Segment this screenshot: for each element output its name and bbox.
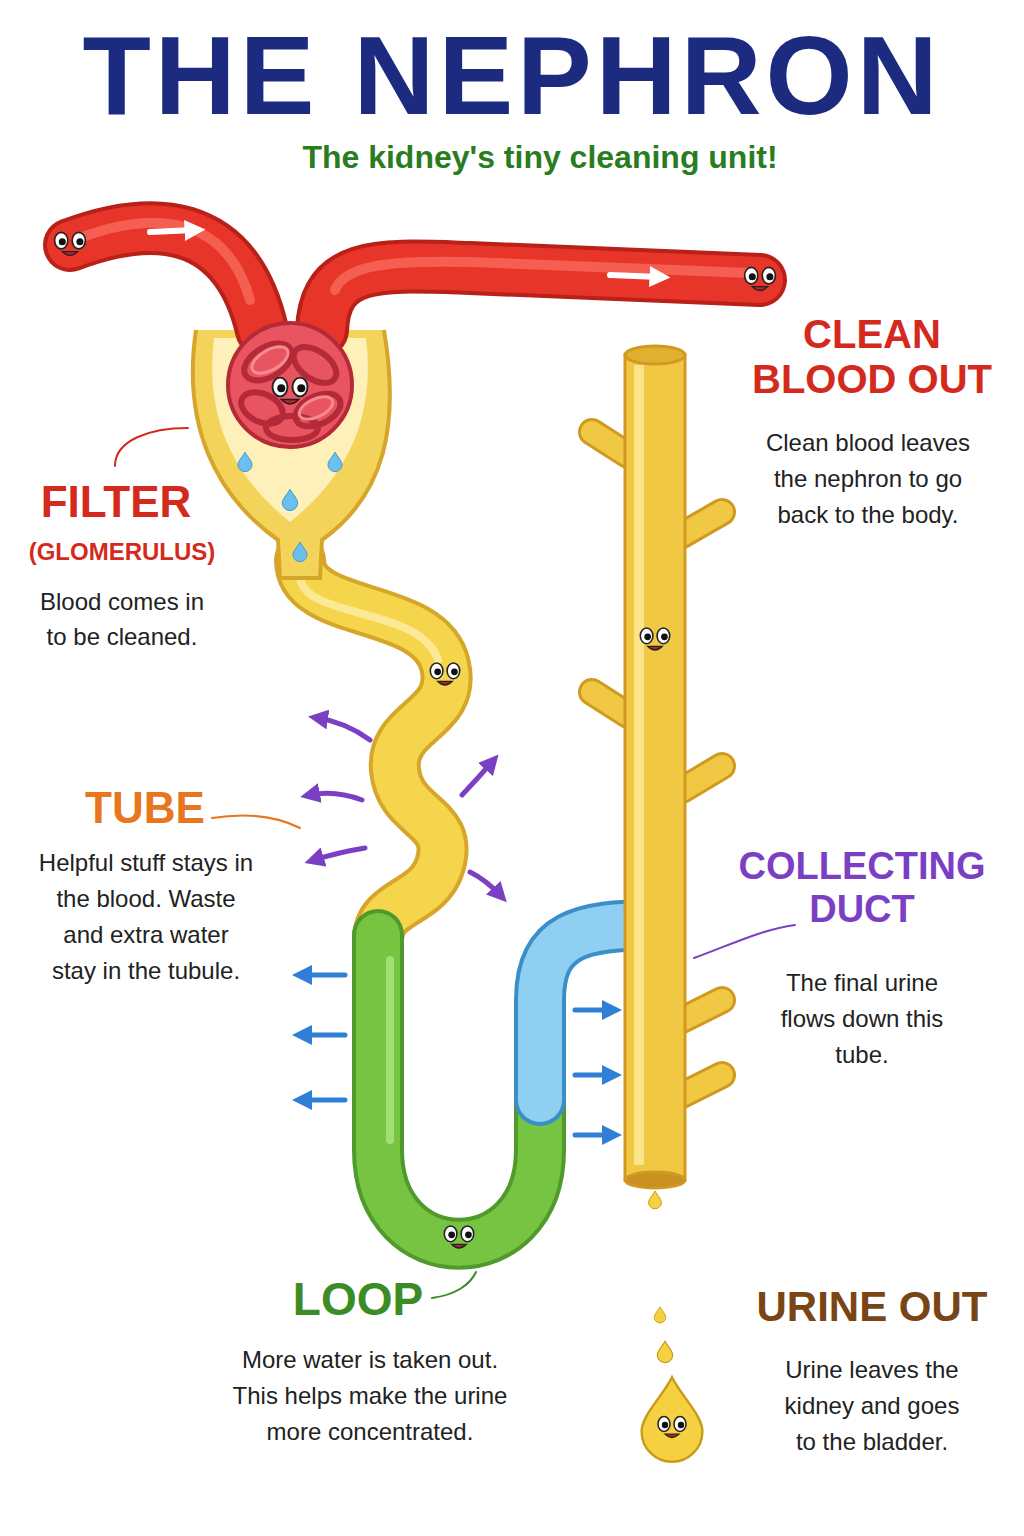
blood-vessel	[70, 228, 262, 330]
capsule	[282, 489, 297, 510]
cartoon-face	[640, 628, 669, 650]
movement-arrow	[302, 973, 345, 978]
movement-arrow	[314, 848, 365, 860]
movement-arrow	[302, 1033, 345, 1038]
tubule	[300, 560, 447, 940]
leader-line	[432, 1272, 476, 1298]
tubule	[386, 960, 394, 1140]
collecting-duct	[625, 355, 685, 1180]
movement-arrow	[302, 1098, 345, 1103]
part-heading: TUBE	[70, 784, 220, 832]
subtitle: The kidney's tiny cleaning unit!	[190, 138, 890, 176]
leader-line	[694, 925, 795, 958]
movement-arrow	[575, 1133, 612, 1138]
capsule	[293, 542, 307, 562]
glomerulus	[248, 341, 293, 378]
cartoon-face	[273, 378, 308, 404]
collecting-duct	[625, 346, 685, 364]
part-subheading: (GLOMERULUS)	[12, 538, 232, 567]
part-note: Blood comes in to be cleaned.	[27, 585, 217, 655]
collecting-duct	[634, 365, 644, 1165]
urine-drop	[649, 1191, 662, 1209]
blood-vessel	[610, 275, 660, 277]
part-heading: FILTER	[21, 478, 211, 526]
part-heading: LOOP	[283, 1274, 433, 1325]
urine-drop	[657, 1341, 672, 1362]
tubule	[300, 560, 655, 1244]
blood-vessel	[322, 267, 760, 330]
leader-line	[212, 816, 300, 828]
part-heading: CLEAN BLOOD OUT	[741, 312, 1003, 402]
blood-vessel	[335, 262, 750, 290]
collecting-duct	[625, 1172, 685, 1188]
cartoon-face	[430, 663, 459, 685]
blood-vessel	[70, 223, 760, 330]
blood-vessel	[80, 223, 250, 300]
glomerulus	[228, 323, 352, 447]
part-heading: URINE OUT	[742, 1284, 1002, 1330]
movement-arrow	[575, 1008, 612, 1013]
collecting-duct	[592, 346, 722, 1188]
glomerulus	[236, 336, 346, 440]
part-note: More water is taken out. This helps make…	[225, 1342, 515, 1450]
cartoon-face	[55, 232, 86, 255]
part-heading: COLLECTING DUCT	[727, 845, 997, 930]
movement-arrow	[575, 1073, 612, 1078]
capsule	[328, 452, 342, 472]
cartoon-face	[658, 1417, 686, 1438]
urine-drop	[642, 1191, 703, 1462]
blood-vessel	[322, 267, 760, 330]
movement-arrow	[310, 793, 362, 800]
part-note: The final urine flows down this tube.	[779, 965, 945, 1073]
cartoon-face	[444, 1226, 473, 1248]
movement-arrow	[318, 718, 370, 740]
blood-vessel	[70, 228, 262, 330]
blood-vessel	[150, 230, 195, 232]
urine-drop	[642, 1377, 703, 1462]
glomerulus	[228, 323, 352, 447]
leader-line	[115, 428, 188, 466]
urine-drop	[654, 1307, 666, 1323]
movement-arrow	[462, 762, 492, 795]
tubule	[300, 575, 438, 660]
movement-arrow	[470, 872, 500, 895]
glomerulus	[248, 341, 336, 423]
tubule	[300, 560, 447, 940]
movement-arrow	[302, 718, 612, 1135]
part-note: Clean blood leaves the nephron to go bac…	[748, 425, 988, 533]
cartoon-face	[745, 267, 776, 290]
cartoon-face	[55, 232, 776, 1437]
capsule	[238, 452, 252, 472]
glomerulus	[238, 336, 298, 388]
part-note: Helpful stuff stays in the blood. Waste …	[39, 845, 254, 989]
part-note: Urine leaves the kidney and goes to the …	[780, 1352, 965, 1460]
diagram-title: THE NEPHRON	[12, 14, 1012, 137]
